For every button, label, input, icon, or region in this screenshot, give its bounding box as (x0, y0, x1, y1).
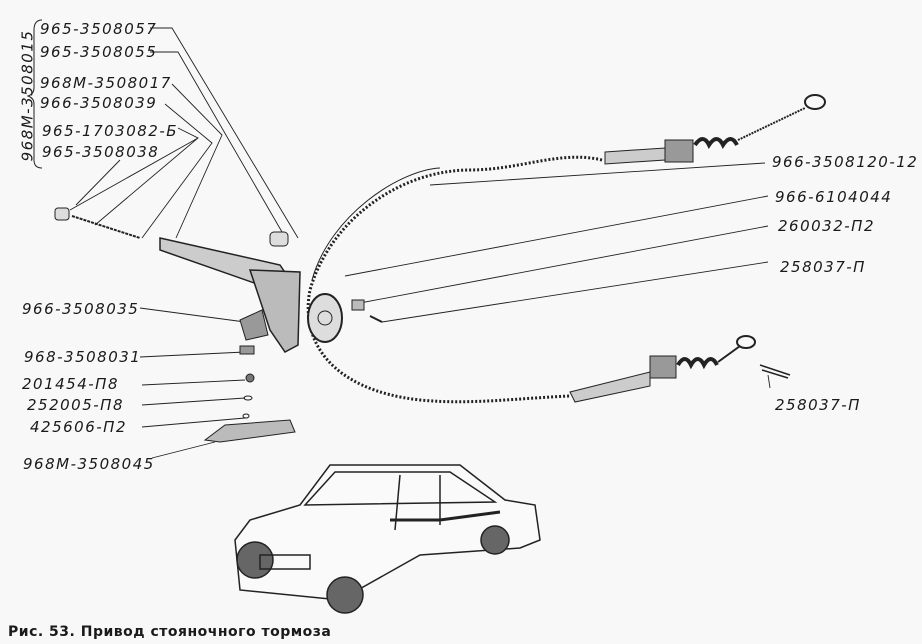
brake-cable (306, 155, 603, 404)
part-label: 968М-3508017 (40, 74, 172, 92)
part-label: 966-3508120-12 (772, 153, 919, 171)
assembly-group-label: 968М-3508015 (18, 29, 37, 162)
part-label: 258037-П (775, 396, 861, 414)
part-label: 201454-П8 (22, 375, 119, 393)
group-brace (26, 19, 43, 169)
part-label: 966-3508039 (40, 94, 158, 112)
lever-bracket (203, 419, 296, 443)
part-label: 966-3508035 (22, 300, 140, 318)
part-label: 252005-П8 (27, 396, 124, 414)
part-label: 260032-П2 (778, 217, 875, 235)
part-label: 965-3508055 (40, 43, 158, 61)
part-label: 968М-3508045 (23, 455, 155, 473)
part-label: 425606-П2 (30, 418, 127, 436)
part-label: 965-3508057 (40, 20, 158, 38)
part-label: 968-3508031 (24, 348, 142, 366)
figure-caption: Рис. 53. Привод стояночного тормоза (8, 624, 332, 640)
equalizer (307, 293, 343, 343)
part-label: 965-1703082-Б (42, 122, 179, 140)
upper-cable-end (604, 147, 666, 165)
car-illustration (234, 464, 541, 614)
part-label: 965-3508038 (42, 143, 160, 161)
leader-lines (69, 27, 771, 459)
part-label: 258037-П (780, 258, 866, 276)
lower-cable-end (569, 371, 651, 403)
part-label: 966-6104044 (775, 188, 893, 206)
